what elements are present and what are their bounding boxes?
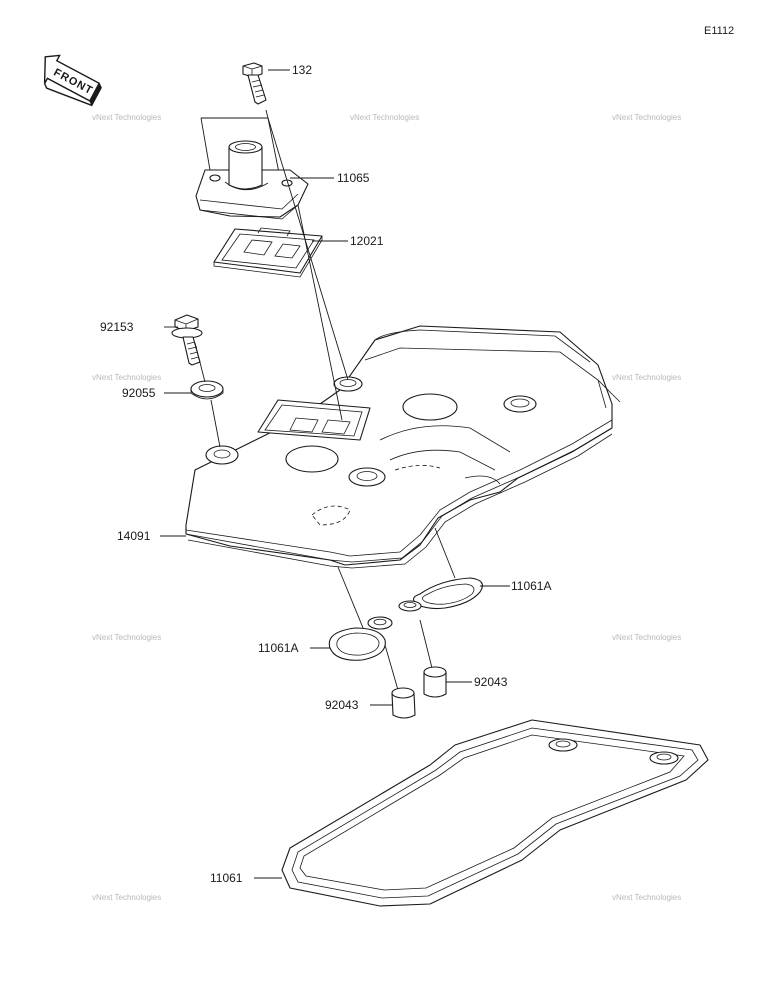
part-label-11061: 11061: [210, 871, 243, 885]
part-label-11061A-left: 11061A: [258, 641, 298, 655]
part-label-11065: 11065: [337, 171, 370, 185]
bolt-132: [242, 62, 267, 105]
watermark-text: vNext Technologies: [350, 113, 419, 122]
watermark-text: vNext Technologies: [612, 633, 681, 642]
part-label-132: 132: [292, 63, 312, 77]
watermark-text: vNext Technologies: [612, 113, 681, 122]
bolt-92153: [171, 314, 203, 366]
part-label-92055: 92055: [122, 386, 156, 400]
diagram-code: E1112: [704, 25, 734, 37]
watermark-text: vNext Technologies: [92, 633, 161, 642]
dowel-92043-left: [391, 687, 416, 719]
oring-11061A-left: [328, 616, 393, 661]
watermark-text: vNext Technologies: [612, 373, 681, 382]
part-label-11061A-right: 11061A: [511, 579, 551, 593]
part-label-92043-left: 92043: [325, 698, 359, 712]
part-label-92153: 92153: [100, 320, 134, 334]
oring-11061A-right: [398, 577, 483, 612]
washer-92055: [190, 380, 224, 400]
dowel-92043-right: [423, 666, 447, 698]
watermark-text: vNext Technologies: [92, 893, 161, 902]
cylinder-head-cover-14091: [185, 325, 621, 569]
part-label-12021: 12021: [350, 234, 384, 248]
watermark-text: vNext Technologies: [92, 113, 161, 122]
front-arrow-icon: FRONT: [43, 54, 102, 107]
breather-cover-11065: [195, 140, 309, 220]
part-label-92043-right: 92043: [474, 675, 508, 689]
watermark-text: vNext Technologies: [612, 893, 681, 902]
gasket-12021: [213, 227, 323, 278]
watermark-text: vNext Technologies: [92, 373, 161, 382]
part-label-14091: 14091: [117, 529, 151, 543]
gasket-11061: [281, 719, 709, 907]
